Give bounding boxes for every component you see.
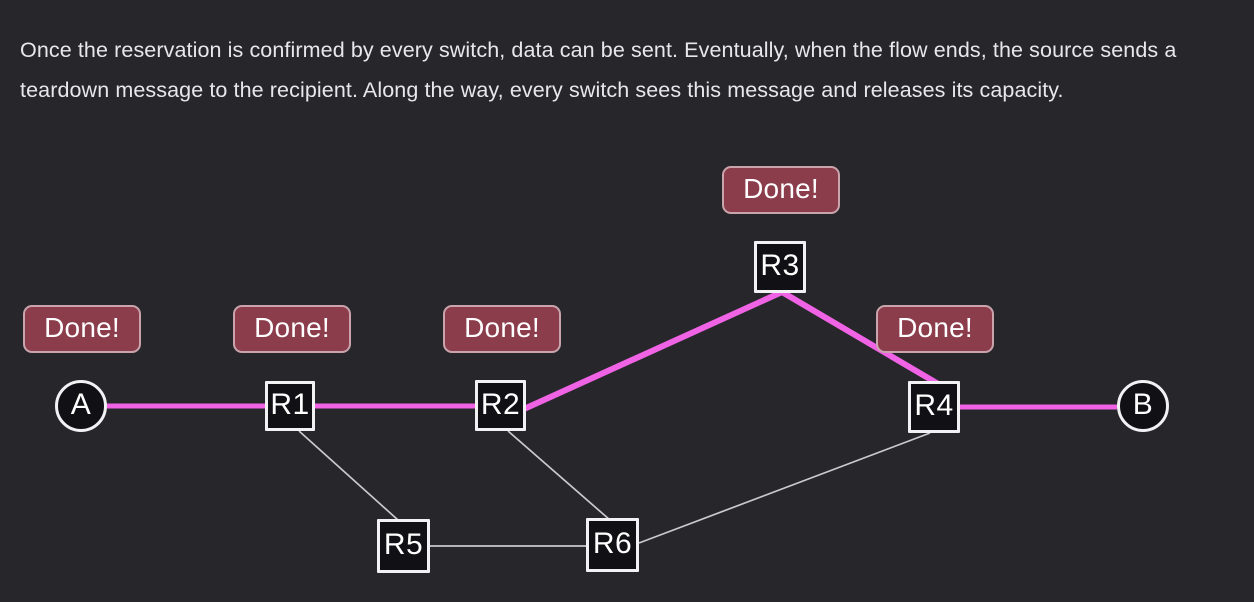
status-badge-label: Done! [464,312,540,343]
node-label-r3: R3 [760,249,800,282]
link-r1-r5 [298,430,399,521]
node-r2[interactable]: R2 [475,380,526,431]
caption-text: Once the reservation is confirmed by eve… [20,37,1177,102]
node-label-r2: R2 [480,387,521,421]
link-r6-r4 [638,432,931,544]
link-r2-r3 [522,289,784,412]
node-label-b: B [1132,388,1154,421]
node-b[interactable]: B [1117,380,1169,432]
node-r6[interactable]: R6 [586,518,639,572]
status-badge-a: Done! [23,305,141,353]
status-badge-label: Done! [254,312,330,343]
node-label-r5: R5 [383,528,424,561]
status-badge-r3: Done! [722,166,840,214]
node-label-a: A [70,388,92,421]
status-badge-r4: Done! [876,305,994,353]
node-label-r1: R1 [270,388,310,421]
status-badge-r2: Done! [443,305,561,353]
node-label-r4: R4 [914,389,954,422]
node-r5[interactable]: R5 [377,519,430,573]
node-r4[interactable]: R4 [908,381,960,433]
link-r2-r6 [507,430,611,521]
node-r1[interactable]: R1 [265,381,315,431]
node-a[interactable]: A [55,380,107,432]
node-label-r6: R6 [592,527,633,560]
node-r3[interactable]: R3 [754,241,806,293]
status-badge-label: Done! [743,173,819,204]
status-badge-r1: Done! [233,305,351,353]
status-badge-label: Done! [897,312,973,343]
status-badge-label: Done! [44,312,120,343]
